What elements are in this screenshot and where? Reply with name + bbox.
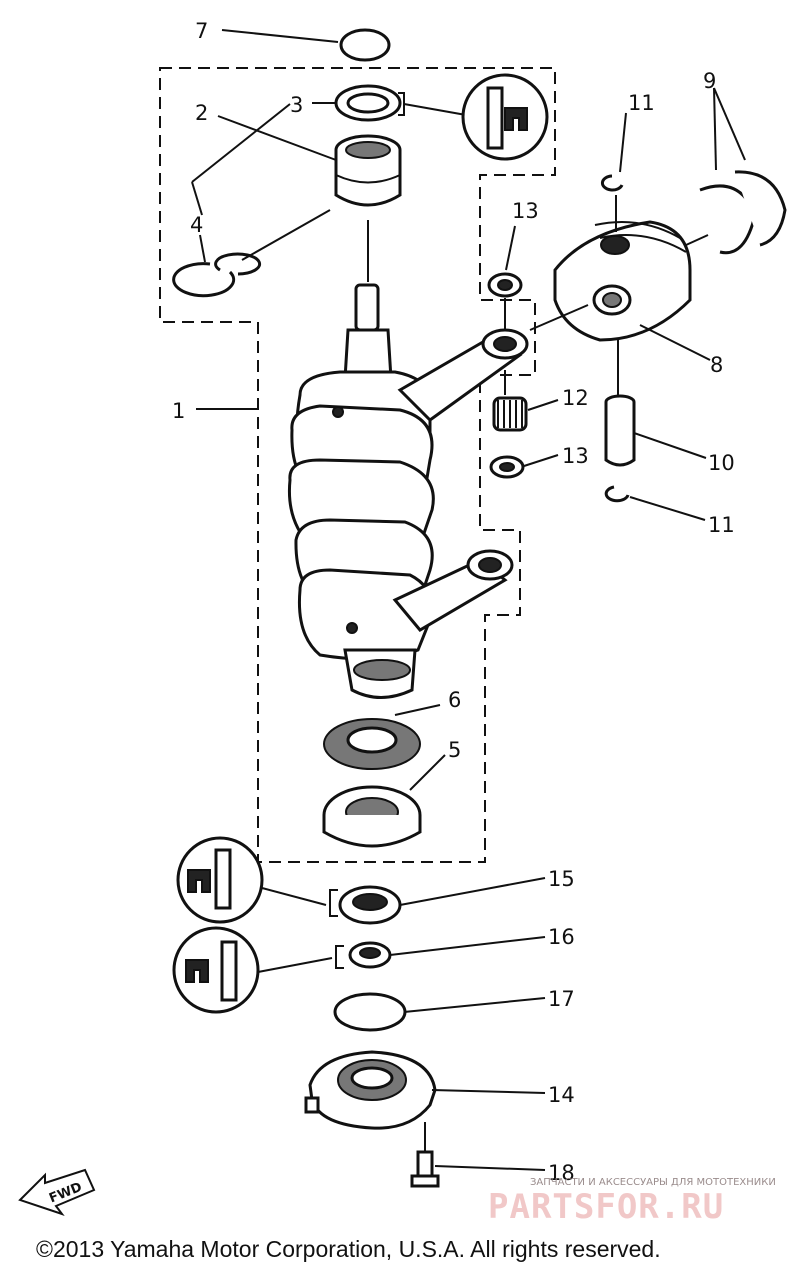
clip-11-lower [604, 485, 630, 503]
callout-11-upper: 11 [628, 91, 655, 115]
needle-bearing-2 [334, 134, 402, 207]
ball-bearing-5 [322, 785, 422, 848]
seal-orientation-detail [461, 73, 549, 161]
callout-17: 17 [548, 987, 575, 1011]
crankshaft-1 [287, 283, 529, 699]
callout-3: 3 [290, 93, 303, 117]
oil-seal-15 [338, 885, 402, 925]
o-ring-17 [333, 992, 407, 1032]
callout-9: 9 [703, 69, 716, 93]
thrust-washer-13-upper [487, 272, 523, 298]
callout-14: 14 [548, 1083, 575, 1107]
callout-13-lower: 13 [562, 444, 589, 468]
callout-7: 7 [195, 19, 208, 43]
o-ring-7 [339, 28, 391, 62]
bolt-18 [410, 1150, 440, 1188]
piston-rings-9 [699, 170, 787, 255]
callout-12: 12 [562, 386, 589, 410]
callout-10: 10 [708, 451, 735, 475]
callout-18: 18 [548, 1161, 575, 1185]
oil-seal-16 [348, 941, 392, 969]
callout-2: 2 [195, 101, 208, 125]
assembly-outline [159, 67, 556, 863]
copyright-notice: ©2013 Yamaha Motor Corporation, U.S.A. A… [36, 1236, 661, 1262]
oil-seal-3 [334, 84, 402, 122]
seal-orientation-detail-16 [172, 926, 260, 1014]
thrust-washer-13-lower [489, 455, 525, 479]
callout-1: 1 [172, 399, 185, 423]
callout-6: 6 [448, 688, 461, 712]
callout-8: 8 [710, 353, 723, 377]
callout-15: 15 [548, 867, 575, 891]
clip-11-upper [600, 174, 624, 192]
watermark-tagline: ЗАПЧАСТИ И АКСЕССУАРЫ ДЛЯ МОТОТЕХНИКИ [530, 1177, 776, 1188]
callout-5: 5 [448, 738, 461, 762]
piston-pin-10 [604, 394, 636, 467]
circlip-4 [172, 252, 262, 298]
fwd-arrow: FWD [18, 1168, 96, 1216]
callout-4: 4 [190, 213, 203, 237]
watermark: ЗАПЧАСТИ И АКСЕССУАРЫ ДЛЯ МОТОТЕХНИКИ PA… [488, 1177, 776, 1227]
callout-13-upper: 13 [512, 199, 539, 223]
callout-11-lower: 11 [708, 513, 735, 537]
bearing-housing-14 [304, 1050, 437, 1130]
watermark-brand: PARTSFOR.RU [488, 1187, 724, 1227]
seal-orientation-detail-15 [176, 836, 264, 924]
needle-bearing-12 [492, 396, 528, 432]
oil-seal-6 [323, 718, 421, 770]
callout-16: 16 [548, 925, 575, 949]
piston-8 [553, 220, 692, 342]
